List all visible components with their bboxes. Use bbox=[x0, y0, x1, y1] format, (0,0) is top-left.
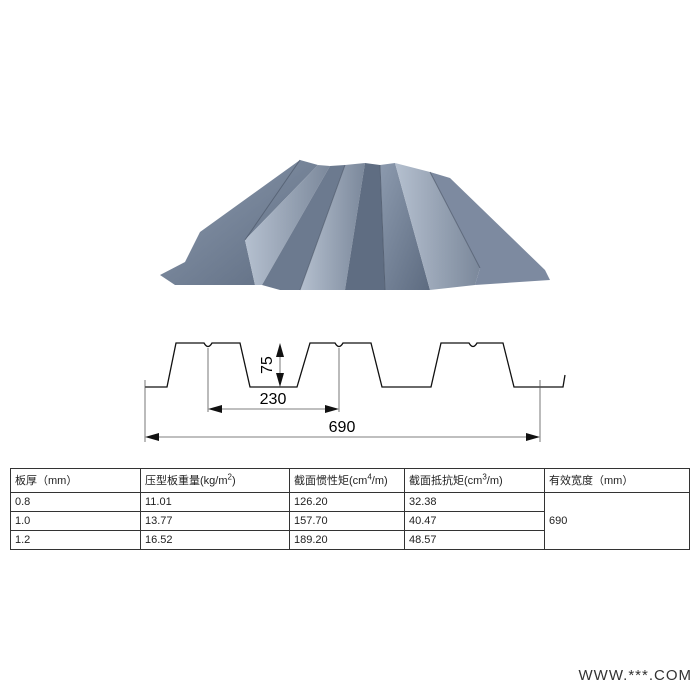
watermark: WWW.***.COM bbox=[578, 667, 692, 684]
pitch-dimension: 230 bbox=[260, 391, 287, 408]
cell: 189.20 bbox=[289, 530, 405, 550]
spec-table: 板厚（mm） 压型板重量(kg/m2) 截面惯性矩(cm4/m) 截面抵抗矩(c… bbox=[10, 468, 690, 550]
effective-width-cell: 690 bbox=[544, 492, 690, 550]
cell: 1.0 bbox=[10, 511, 141, 531]
width-dimension: 690 bbox=[329, 419, 356, 436]
header-inertia: 截面惯性矩(cm4/m) bbox=[289, 468, 405, 493]
cell: 48.57 bbox=[404, 530, 545, 550]
header-weight: 压型板重量(kg/m2) bbox=[140, 468, 290, 493]
cell: 11.01 bbox=[140, 492, 290, 512]
header-modulus: 截面抵抗矩(cm3/m) bbox=[404, 468, 545, 493]
steel-deck-photo bbox=[160, 159, 550, 291]
height-dimension: 75 bbox=[259, 356, 276, 374]
cell: 13.77 bbox=[140, 511, 290, 531]
table-row: 1.2 16.52 189.20 48.57 bbox=[10, 530, 690, 550]
cell: 16.52 bbox=[140, 530, 290, 550]
table-header-row: 板厚（mm） 压型板重量(kg/m2) 截面惯性矩(cm4/m) 截面抵抗矩(c… bbox=[10, 468, 690, 493]
header-effective-width: 有效宽度（mm） bbox=[544, 468, 690, 493]
profile-drawing: 75 230 690 bbox=[144, 342, 566, 442]
cell: 32.38 bbox=[404, 492, 545, 512]
table-row: 0.8 11.01 126.20 32.38 690 bbox=[10, 492, 690, 550]
cell: 40.47 bbox=[404, 511, 545, 531]
cell: 157.70 bbox=[289, 511, 405, 531]
profile-outline bbox=[145, 342, 566, 388]
cell: 0.8 bbox=[10, 492, 141, 512]
header-thickness: 板厚（mm） bbox=[10, 468, 141, 493]
cell: 126.20 bbox=[289, 492, 405, 512]
cell: 1.2 bbox=[10, 530, 141, 550]
